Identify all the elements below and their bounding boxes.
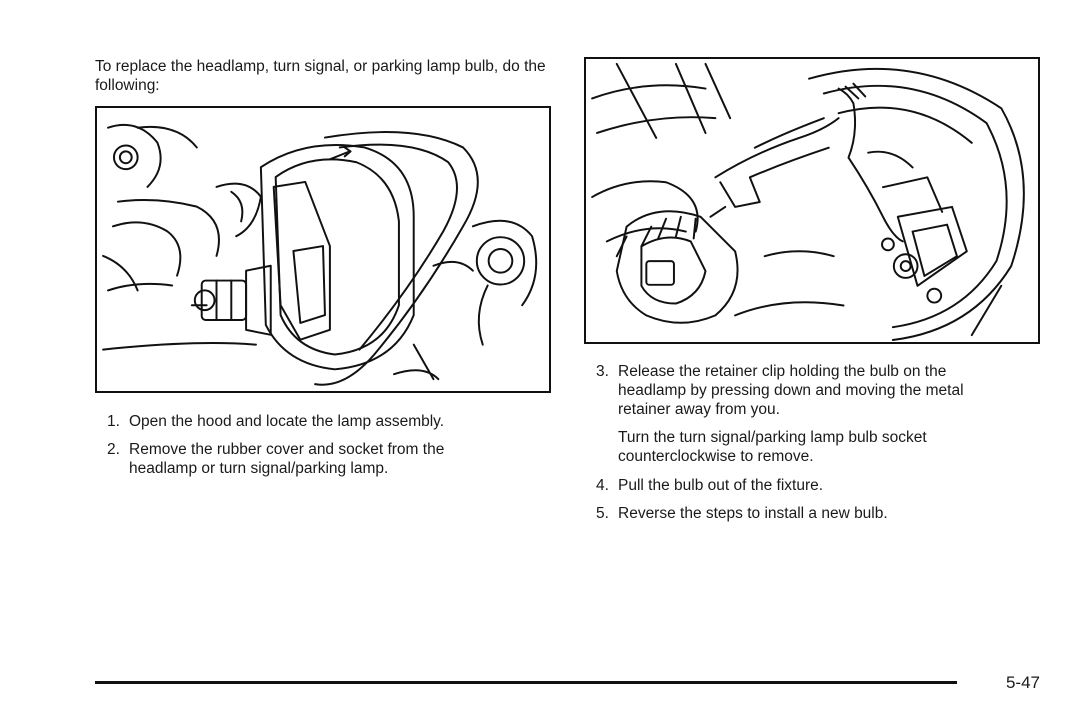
bulb-socket-figure	[584, 57, 1040, 344]
intro-paragraph: To replace the headlamp, turn signal, or…	[95, 58, 546, 94]
step-number: 1.	[107, 413, 120, 430]
step-text: Open the hood and locate the lamp assemb…	[129, 413, 445, 430]
footer-rule	[95, 681, 957, 684]
step-text: Release the retainer clip holding the bu…	[618, 363, 964, 418]
step-text: Remove the rubber cover and socket from …	[129, 441, 445, 477]
step-number: 2.	[107, 441, 120, 458]
page-number: 5-47	[1005, 673, 1040, 692]
step-text: Pull the bulb out of the fixture.	[618, 477, 824, 494]
bulb-socket-retainer-illustration	[591, 62, 1025, 342]
step-text: Reverse the steps to install a new bulb.	[618, 505, 888, 522]
step-number: 4.	[596, 477, 609, 494]
headlamp-assembly-figure	[95, 106, 551, 393]
step-number: 3.	[596, 363, 609, 380]
headlamp-assembly-illustration	[102, 123, 538, 386]
step-number: 5.	[596, 505, 609, 522]
step-text: Turn the turn signal/parking lamp bulb s…	[618, 429, 927, 465]
